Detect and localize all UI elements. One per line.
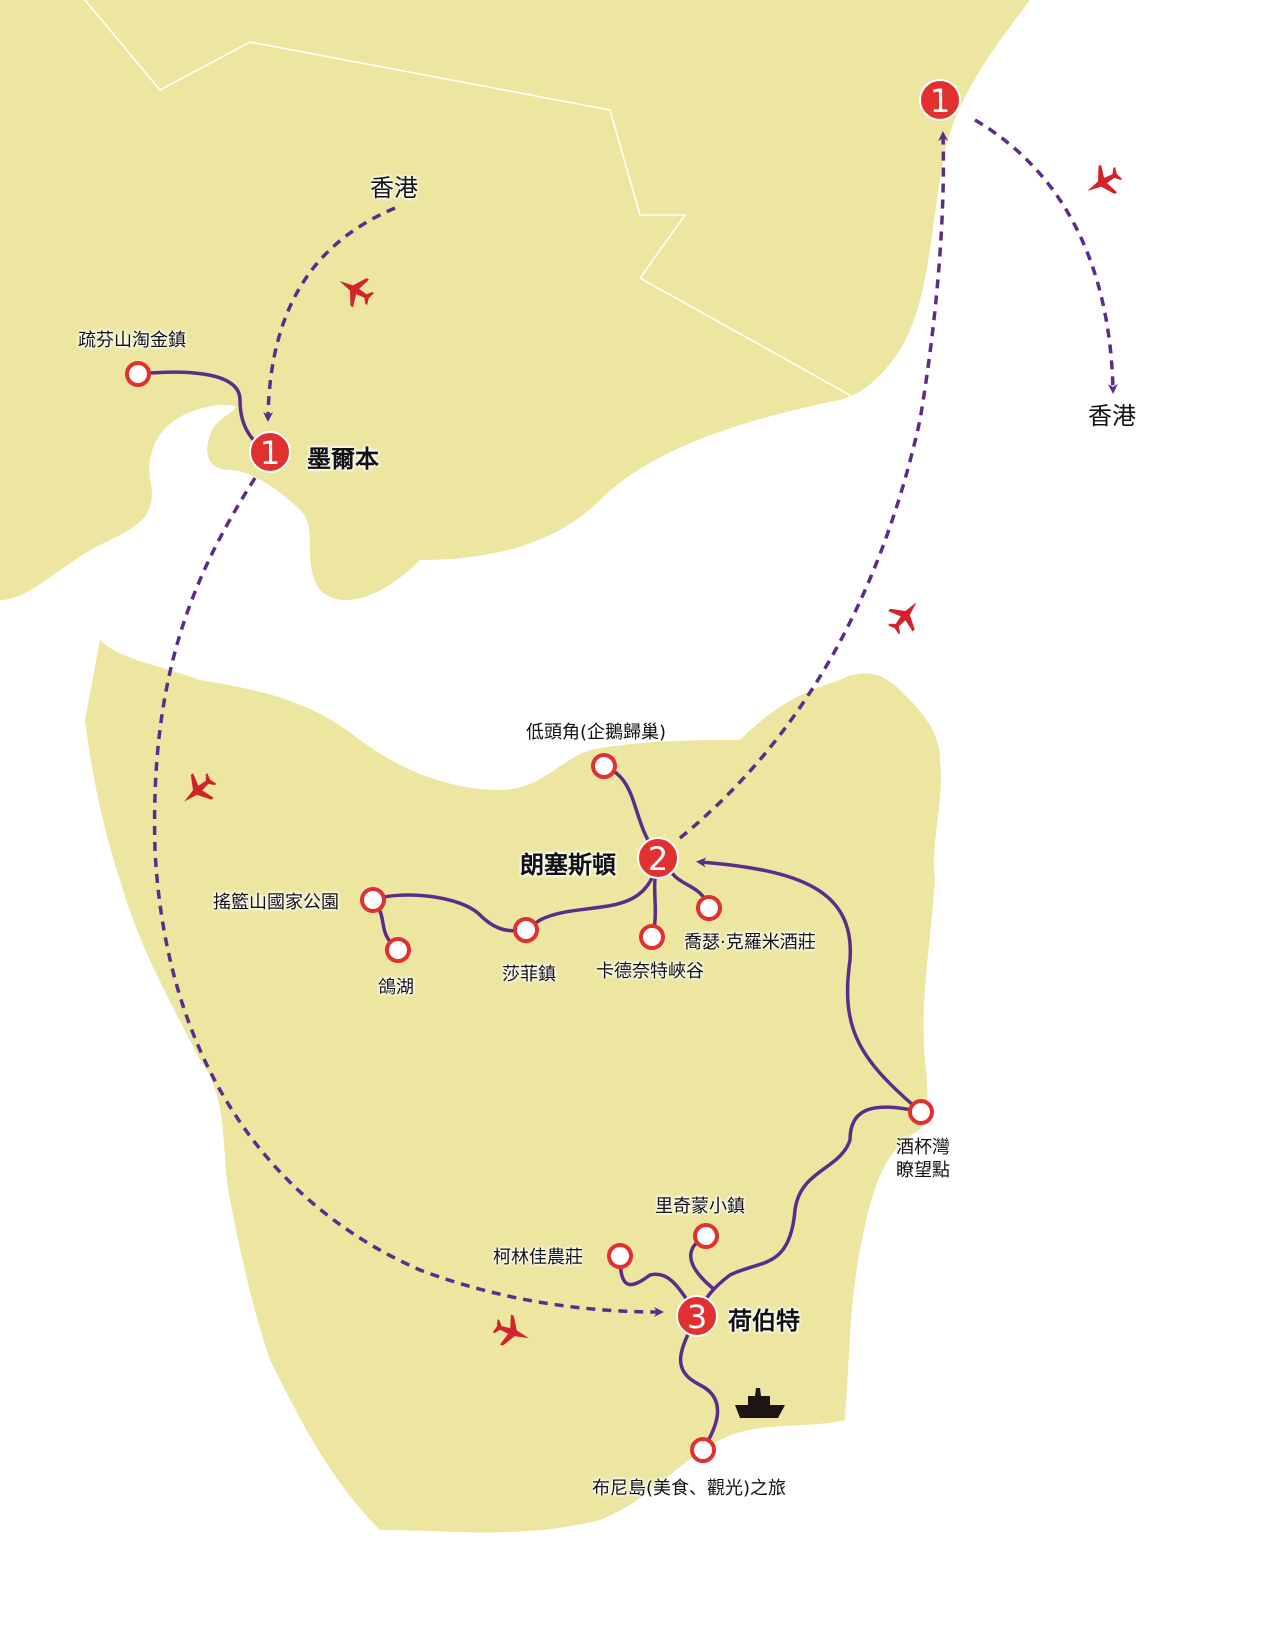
hub-markers: 1 2 3 1	[249, 79, 961, 1337]
cataract-gorge-label: 卡德奈特峽谷	[596, 961, 704, 982]
coal-river-farm-label: 柯林佳農莊	[493, 1247, 583, 1268]
stop-low-head	[591, 753, 617, 779]
plane-icons	[184, 164, 1123, 1346]
sheffield-label: 莎菲鎮	[502, 964, 556, 985]
hub-number: 3	[687, 1298, 707, 1336]
plane-icon	[339, 278, 375, 308]
origin-hong-kong-label: 香港	[370, 174, 418, 202]
stop-markers	[125, 361, 934, 1463]
stop-dove-lake	[385, 937, 411, 963]
cradle-mountain-label: 搖籃山國家公園	[213, 892, 339, 913]
low-head-label: 低頭角(企鵝歸巢)	[526, 722, 667, 743]
tasmania-island	[85, 640, 942, 1533]
plane-icon	[492, 1314, 529, 1346]
stop-cataract-gorge	[639, 924, 665, 950]
dove-lake-label: 鴿湖	[378, 977, 414, 998]
richmond-label: 里奇蒙小鎮	[655, 1196, 745, 1217]
stop-cradle-mountain	[360, 887, 386, 913]
stop-sheffield	[513, 917, 539, 943]
mainland-victoria	[0, 0, 1030, 600]
stop-bruny-island	[690, 1437, 716, 1463]
stop-coal-river-farm	[607, 1243, 633, 1269]
hub-number: 1	[260, 434, 280, 472]
wineglass-bay-label-line1: 酒杯灣	[896, 1137, 950, 1158]
bruny-island-label: 布尼島(美食、觀光)之旅	[592, 1478, 787, 1499]
hub-number: 1	[930, 82, 950, 120]
plane-icon	[184, 773, 217, 802]
flight-routes	[152, 118, 1118, 1317]
melbourne-label: 墨爾本	[307, 445, 379, 473]
plane-icon	[888, 602, 917, 635]
josef-chromy-label: 喬瑟·克羅米酒莊	[684, 932, 816, 953]
sovereign-hill-label: 疏芬山淘金鎮	[78, 330, 186, 351]
ship-icon	[735, 1388, 785, 1418]
state-borders	[84, 0, 856, 399]
return-hong-kong-label: 香港	[1088, 402, 1136, 430]
plane-icon	[1087, 164, 1123, 194]
stop-sovereign-hill	[125, 361, 151, 387]
wineglass-bay-label-line2: 瞭望點	[896, 1160, 950, 1181]
stop-josef-chromy	[696, 895, 722, 921]
hub-number: 2	[648, 840, 668, 878]
hobart-label: 荷伯特	[728, 1307, 800, 1335]
stop-wineglass-bay	[908, 1099, 934, 1125]
stop-richmond	[693, 1223, 719, 1249]
launceston-label: 朗塞斯頓	[520, 851, 616, 879]
